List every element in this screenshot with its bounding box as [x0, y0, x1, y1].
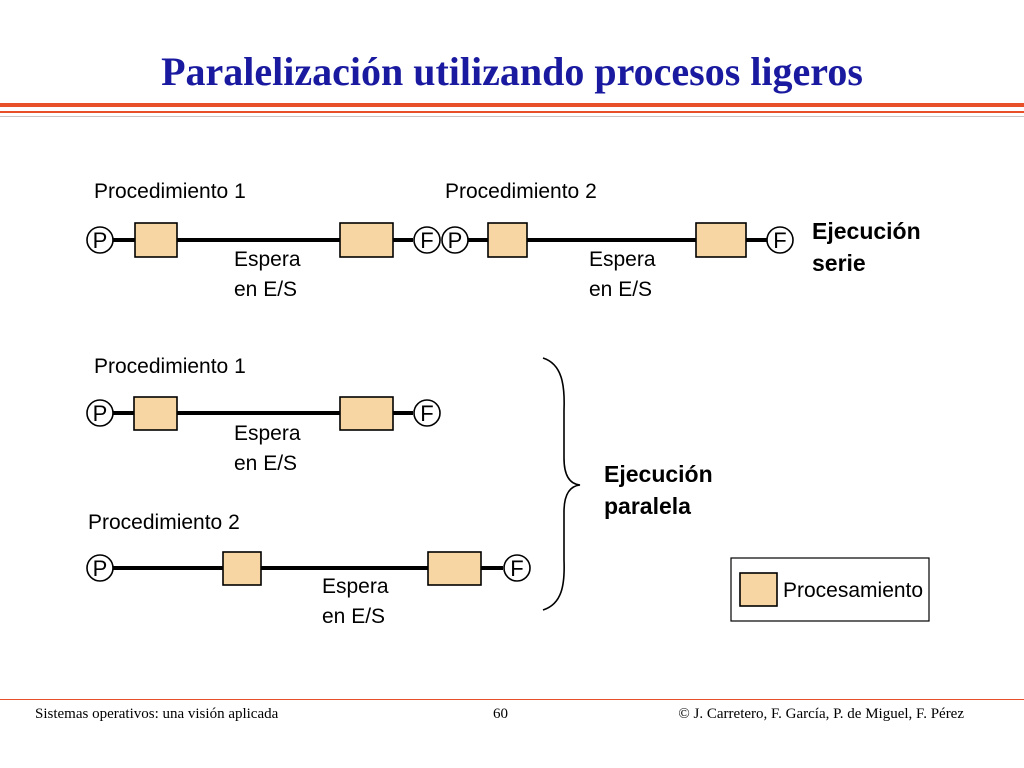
serial-procedure-1-label: Procedimiento 1 — [94, 180, 246, 203]
serial-wait-2-line2: en E/S — [589, 278, 652, 301]
footer-copyright: © J. Carretero, F. García, P. de Miguel,… — [678, 706, 964, 722]
processing-box — [695, 222, 747, 258]
start-marker — [86, 399, 114, 427]
processing-box — [487, 222, 528, 258]
title-rule-thin — [0, 111, 1024, 113]
grouping-brace — [542, 357, 581, 611]
serial-wait-1-line2: en E/S — [234, 278, 297, 301]
title-rule — [0, 103, 1024, 107]
parallel-wait-1-line1: Espera — [234, 422, 301, 445]
footer-book-title: Sistemas operativos: una visión aplicada — [35, 706, 279, 722]
parallel-procedure-2-label: Procedimiento 2 — [88, 511, 240, 534]
serial-execution: Procedimiento 1 Procedimiento 2 P F P F … — [86, 180, 921, 301]
processing-box — [427, 551, 482, 586]
serial-mode-label-line1: Ejecución — [812, 218, 921, 244]
parallel-procedure-1-label: Procedimiento 1 — [94, 355, 246, 378]
footer-rule — [0, 699, 1024, 700]
parallel-wait-2-line1: Espera — [322, 575, 389, 598]
legend: Procesamiento — [730, 557, 930, 622]
start-marker — [86, 554, 114, 582]
processing-box — [134, 222, 178, 258]
start-marker-label: P — [93, 556, 108, 581]
parallel-wait-2-line2: en E/S — [322, 605, 385, 628]
slide-title: Paralelización utilizando procesos liger… — [161, 49, 863, 94]
end-marker — [503, 554, 531, 582]
processing-box — [222, 551, 262, 586]
start-marker-label: P — [93, 401, 108, 426]
end-marker-label: F — [773, 228, 786, 253]
parallel-mode-label-line2: paralela — [604, 493, 691, 519]
end-marker — [413, 399, 441, 427]
parallel-procedure-1: Procedimiento 1 P F Espera en E/S — [86, 355, 441, 475]
processing-box — [133, 396, 178, 431]
end-marker-label: F — [510, 556, 523, 581]
parallel-wait-1-line2: en E/S — [234, 452, 297, 475]
processing-box — [339, 222, 394, 258]
serial-wait-2-line1: Espera — [589, 248, 656, 271]
legend-label: Procesamiento — [783, 579, 923, 602]
end-marker-label: F — [420, 401, 433, 426]
end-marker — [766, 226, 794, 254]
end-marker-label: F — [420, 228, 433, 253]
serial-wait-1-line1: Espera — [234, 248, 301, 271]
serial-procedure-2-label: Procedimiento 2 — [445, 180, 597, 203]
start-marker-label: P — [93, 228, 108, 253]
start-marker — [86, 226, 114, 254]
legend-swatch — [739, 572, 778, 607]
parallel-mode-label-line1: Ejecución — [604, 461, 713, 487]
serial-mode-label-line2: serie — [812, 250, 866, 276]
start-marker-label: P — [448, 228, 463, 253]
start-marker — [441, 226, 469, 254]
footer-page-number: 60 — [493, 706, 508, 722]
processing-box — [339, 396, 394, 431]
parallel-procedure-2: Procedimiento 2 P F Espera en E/S — [86, 511, 531, 628]
title-rule-thinner — [0, 116, 1024, 117]
end-marker — [413, 226, 441, 254]
